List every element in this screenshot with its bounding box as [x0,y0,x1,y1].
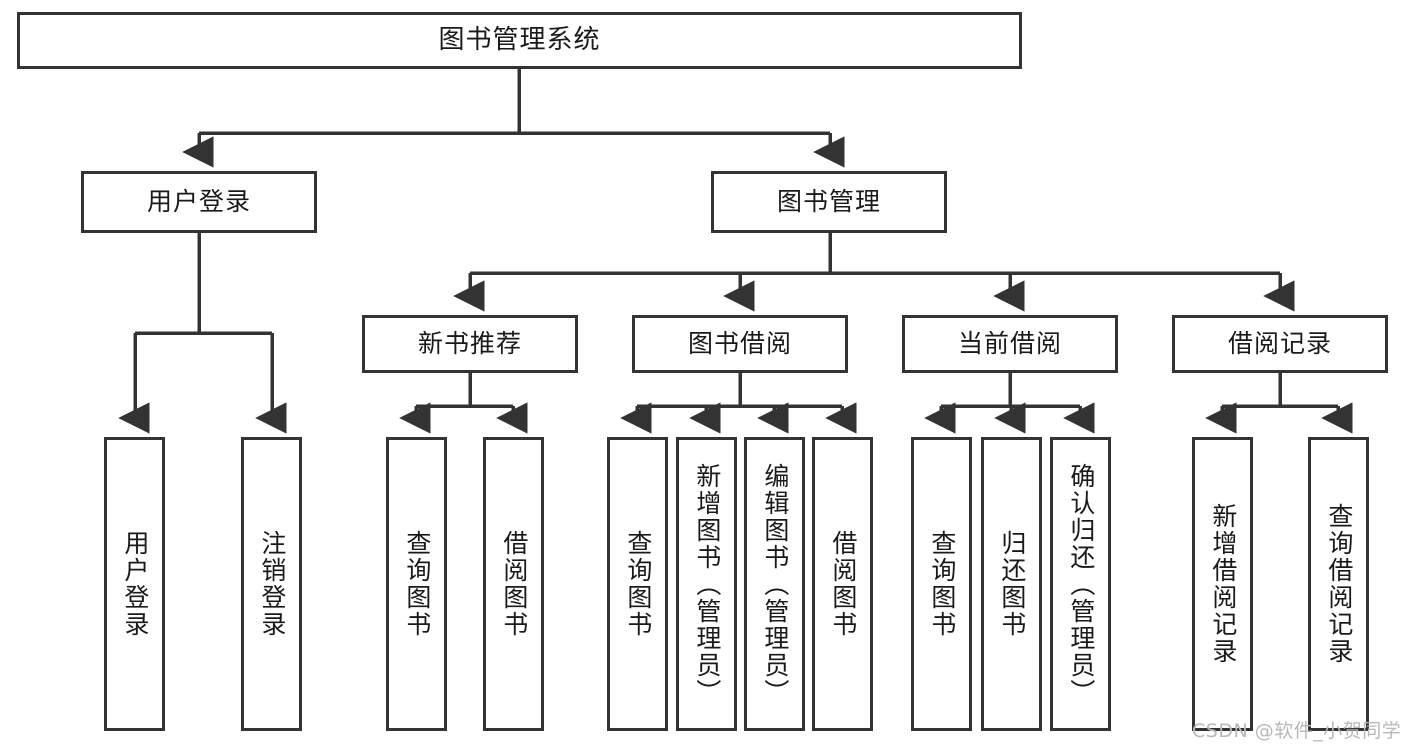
node-leaf-borrow-book[interactable]: 借阅图书 [812,437,873,731]
node-borrow-record[interactable]: 借阅记录 [1172,315,1388,373]
node-leaf-query-borrow-record[interactable]: 查询借阅记录 [1308,437,1369,731]
node-user-login[interactable]: 用户登录 [81,171,317,233]
node-leaf-user-logout[interactable]: 注销登录 [241,437,302,731]
node-book-management[interactable]: 图书管理 [711,171,947,233]
node-new-book-recommend[interactable]: 新书推荐 [362,315,578,373]
csdn-watermark: CSDN @软件_小贺同学 [1192,720,1402,742]
node-leaf-confirm-return-admin[interactable]: 确认归还（管理员） [1050,437,1111,731]
node-leaf-return-book[interactable]: 归还图书 [981,437,1042,731]
node-book-borrow[interactable]: 图书借阅 [632,315,848,373]
node-leaf-edit-book-admin[interactable]: 编辑图书（管理员） [744,437,805,731]
node-leaf-add-book-admin[interactable]: 新增图书（管理员） [676,437,737,731]
node-current-borrow[interactable]: 当前借阅 [902,315,1118,373]
node-root-system[interactable]: 图书管理系统 [17,12,1022,69]
node-leaf-borrow-book-recommend[interactable]: 借阅图书 [483,437,544,731]
node-leaf-add-borrow-record[interactable]: 新增借阅记录 [1192,437,1253,731]
node-leaf-query-book-current[interactable]: 查询图书 [911,437,972,731]
node-leaf-query-book-recommend[interactable]: 查询图书 [386,437,447,731]
node-leaf-user-login[interactable]: 用户登录 [104,437,165,731]
node-leaf-query-book-borrow[interactable]: 查询图书 [607,437,668,731]
